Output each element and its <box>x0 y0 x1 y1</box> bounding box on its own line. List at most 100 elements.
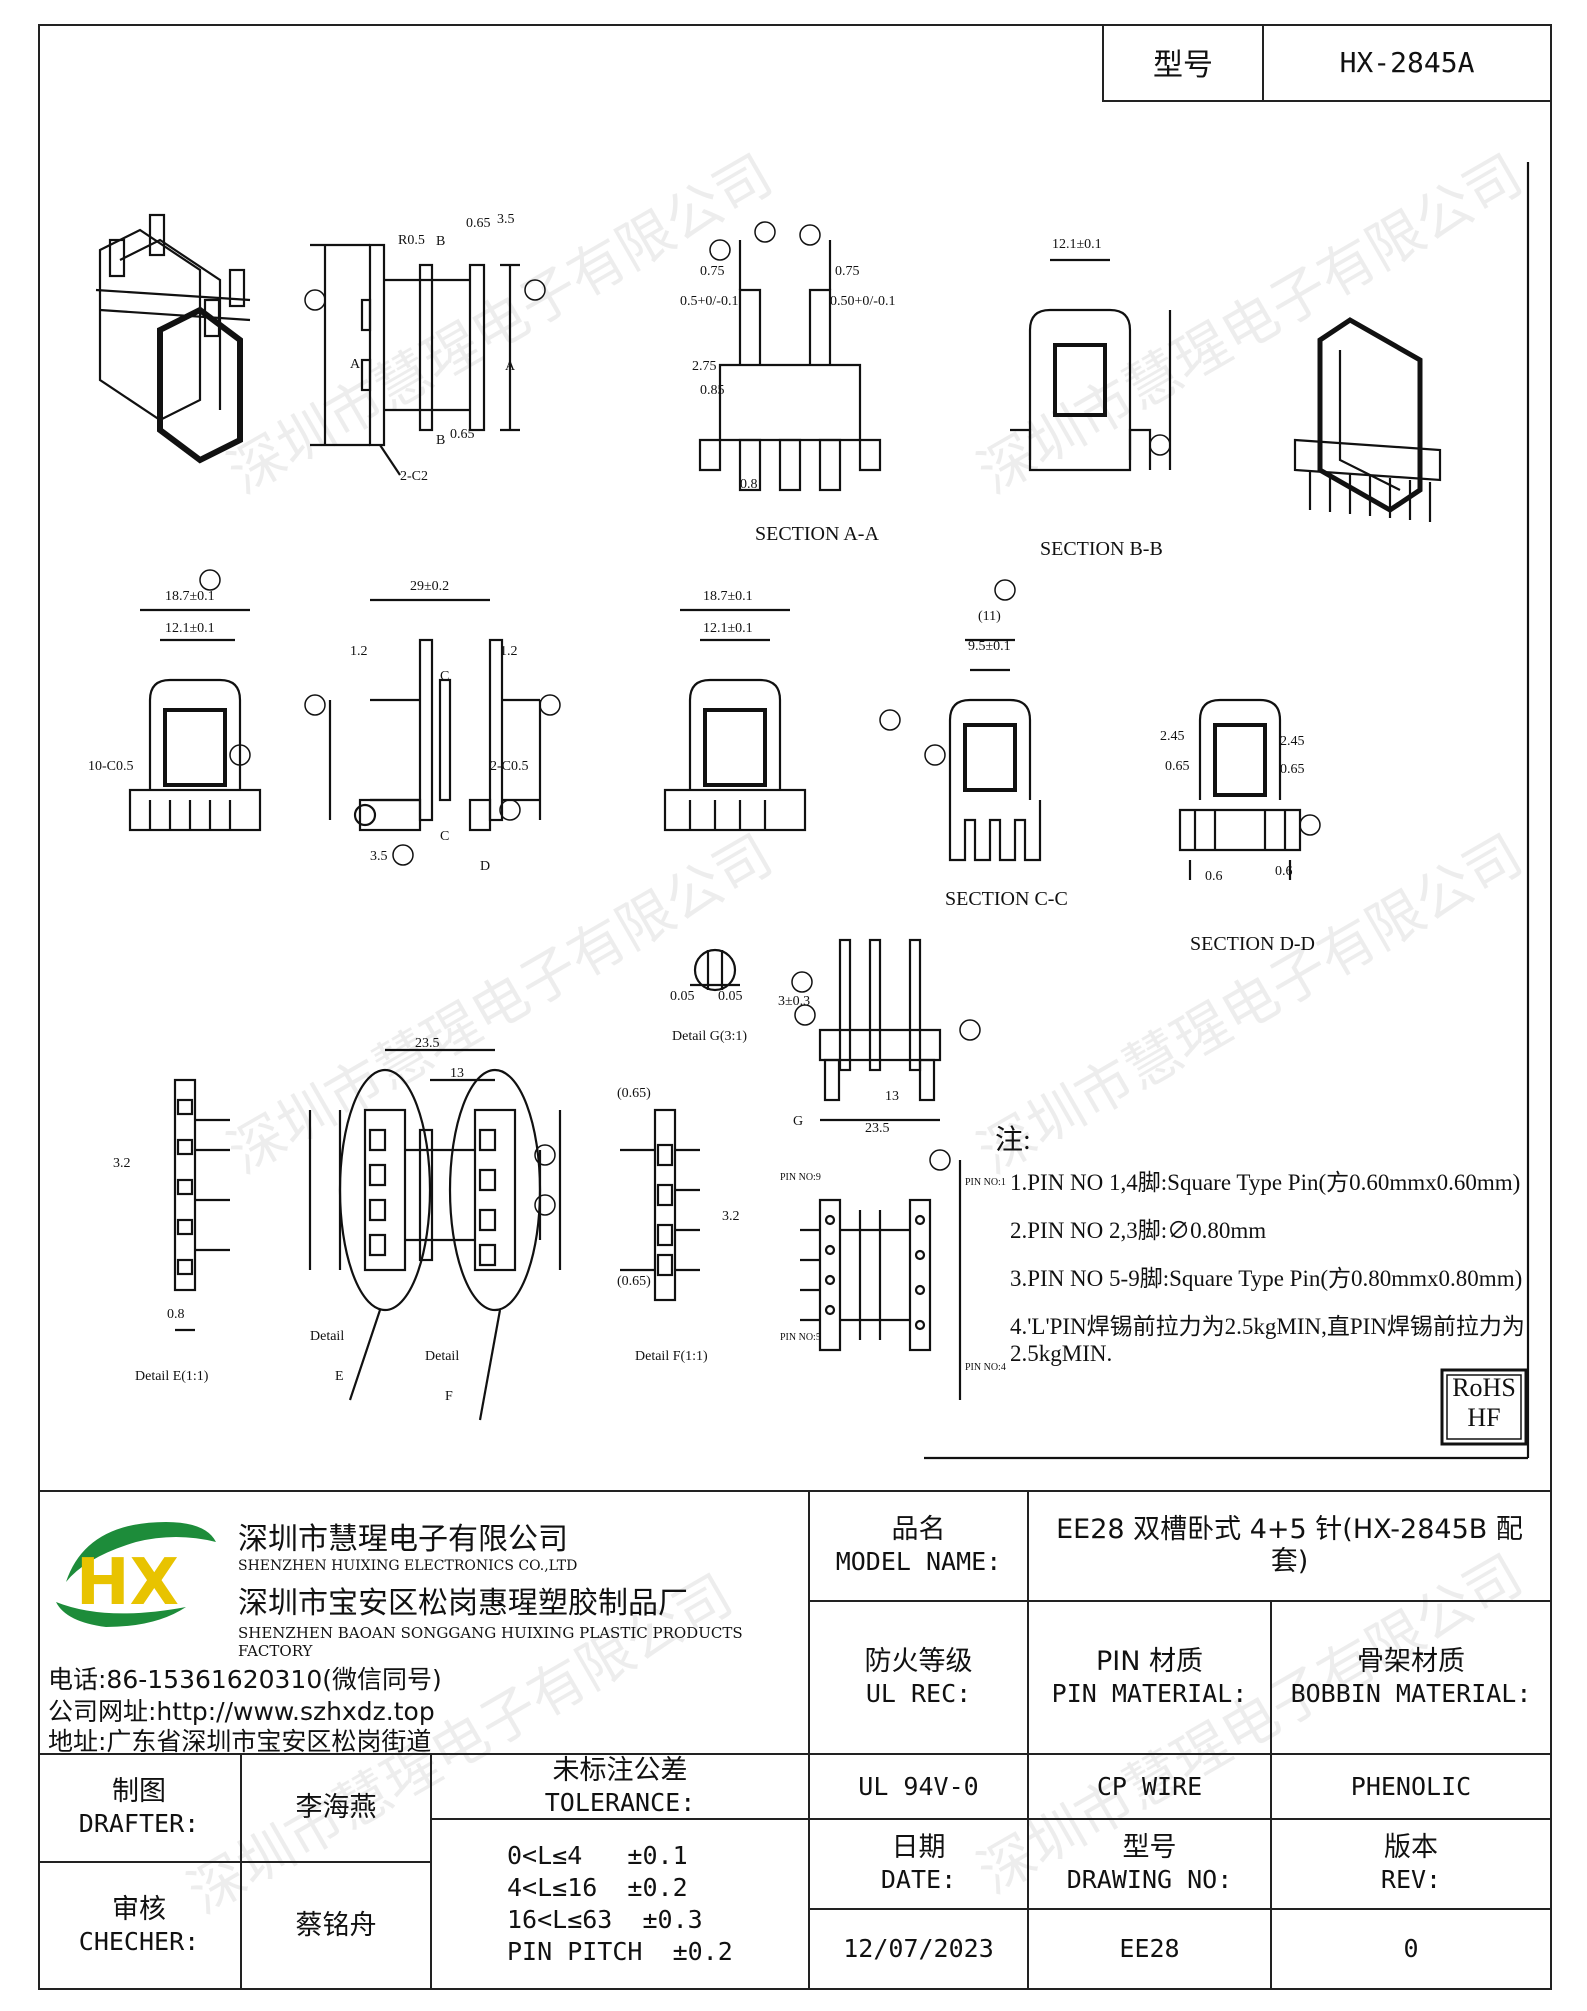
ul-rec-en: UL REC: <box>865 1678 972 1708</box>
pin-value-cell: CP WIRE <box>1029 1755 1272 1820</box>
rohs-mark: RoHS HF <box>1447 1373 1521 1433</box>
dim-label: 0.8 <box>167 1307 185 1322</box>
note-item-3: 3.PIN NO 5-9脚:Square Type Pin(方0.80mmx0.… <box>1010 1266 1523 1291</box>
bottom-main-view <box>308 1048 562 1421</box>
drawing-no-value: EE28 <box>1119 1934 1180 1963</box>
dim-label: A <box>350 357 361 372</box>
detail-word-label: Detail <box>425 1349 459 1364</box>
dim-label: (0.65) <box>617 1086 651 1101</box>
dim-label: 0.5+0/-0.1 <box>680 294 738 309</box>
dim-label: 13 <box>885 1089 899 1104</box>
dim-label: B <box>436 433 445 448</box>
ul-value-cell: UL 94V-0 <box>810 1755 1029 1820</box>
isometric-view-left <box>95 213 251 464</box>
section-label-a-a: SECTION A-A <box>755 523 879 545</box>
drafter-cn: 制图 <box>112 1776 166 1807</box>
dim-label: 0.50+0/-0.1 <box>830 294 895 309</box>
dim-label: 0.85 <box>700 383 725 398</box>
logo-letters: HX <box>76 1546 179 1620</box>
dim-label: 0.75 <box>835 264 860 279</box>
drafter-en: DRAFTER: <box>78 1809 200 1838</box>
dim-label: 3.2 <box>722 1209 740 1224</box>
dim-label: C <box>440 669 449 684</box>
ul-rec-cn: 防火等级 <box>864 1645 973 1677</box>
drawing-no-en: DRAWING NO: <box>1066 1865 1233 1894</box>
bobbin-value-cell: PHENOLIC <box>1272 1755 1550 1820</box>
dim-label: 0.65 <box>1280 762 1305 777</box>
company-logo: HX <box>56 1522 216 1627</box>
dim-label: 2.45 <box>1160 729 1185 744</box>
dim-label: 2.45 <box>1280 734 1305 749</box>
side-view <box>310 243 520 476</box>
front-view <box>128 608 262 832</box>
dim-label: B <box>436 234 445 249</box>
model-name-value: EE28 双槽卧式 4+5 针(HX-2845B 配套) <box>1056 1514 1523 1577</box>
drawing-no-label: 型号 DRAWING NO: <box>1029 1820 1272 1910</box>
pin-label-9: PIN NO:9 <box>780 1172 821 1183</box>
dim-label: R0.5 <box>398 233 425 248</box>
drawing-no-cn: 型号 <box>1122 1832 1177 1863</box>
checker-cn: 审核 <box>112 1893 166 1925</box>
note-item-1: 1.PIN NO 1,4脚:Square Type Pin(方0.60mmx0.… <box>1010 1170 1521 1195</box>
dim-label: 23.5 <box>865 1121 890 1136</box>
tolerance-cn: 未标注公差 <box>552 1754 688 1786</box>
date-cn: 日期 <box>891 1832 946 1863</box>
section-b-b <box>1010 258 1172 472</box>
tolerance-label: 未标注公差 TOLERANCE: <box>432 1755 810 1820</box>
rev-en: REV: <box>1380 1865 1442 1894</box>
company-address: 地址:广东省深圳市宝安区松岗街道 <box>48 1727 432 1756</box>
dim-label: 0.05 <box>670 989 695 1004</box>
dim-label: 29±0.2 <box>410 579 449 594</box>
dim-label: 0.65 <box>466 216 491 231</box>
company-website: 公司网址:http://www.szhxdz.top <box>48 1697 435 1726</box>
dim-label: 3.2 <box>113 1156 131 1171</box>
tolerance-row: 4<L≤16 ±0.2 <box>507 1873 688 1902</box>
dim-label: 1.2 <box>500 644 518 659</box>
dim-label: (0.65) <box>617 1274 651 1289</box>
detail-f-label: Detail F(1:1) <box>635 1349 708 1364</box>
drafter-label: 制图 DRAFTER: <box>38 1755 242 1863</box>
company-phone: 电话:86-15361620310(微信同号) <box>48 1665 442 1694</box>
dim-label: 1.2 <box>350 644 368 659</box>
ul-rec-label: 防火等级 UL REC: <box>810 1602 1029 1755</box>
leader-label-f: F <box>445 1389 453 1404</box>
drawing-sheet <box>38 24 1552 1990</box>
dim-label: 13 <box>450 1066 464 1081</box>
section-label-d-d: SECTION D-D <box>1190 933 1315 955</box>
rev-cn: 版本 <box>1384 1832 1438 1863</box>
dim-label: 12.1±0.1 <box>1052 237 1102 252</box>
dim-label: D <box>480 859 490 874</box>
tolerance-en: TOLERANCE: <box>544 1787 696 1817</box>
bobbin-value: PHENOLIC <box>1350 1771 1472 1801</box>
dim-label: 18.7±0.1 <box>703 589 753 604</box>
dim-label: 3.5 <box>497 212 515 227</box>
notes-title: 注: <box>995 1125 1031 1156</box>
dim-label: 0.05 <box>718 989 743 1004</box>
bobbin-material-cn: 骨架材质 <box>1357 1645 1465 1677</box>
top-view <box>328 598 542 832</box>
section-a-a <box>698 240 882 492</box>
model-name-cn: 品名 <box>891 1514 946 1545</box>
rev-value: 0 <box>1403 1934 1419 1963</box>
date-label: 日期 DATE: <box>810 1820 1029 1910</box>
detail-g-label: Detail G(3:1) <box>672 1029 747 1044</box>
company-name-en: SHENZHEN HUIXING ELECTRONICS CO.,LTD <box>238 1558 578 1574</box>
company-name-cn: 深圳市慧瑆电子有限公司 <box>238 1522 568 1557</box>
leader-label-g: G <box>793 1114 803 1129</box>
tolerance-table: 0<L≤4 ±0.1 4<L≤16 ±0.2 16<L≤63 ±0.3 PIN … <box>432 1820 810 1988</box>
checker-label: 审核 CHECHER: <box>38 1863 242 1988</box>
pin-material-en: PIN MATERIAL: <box>1051 1678 1248 1708</box>
dim-label: 23.5 <box>415 1036 440 1051</box>
pin-material-cn: PIN 材质 <box>1095 1645 1204 1677</box>
detail-g-view <box>690 948 740 992</box>
model-name-value-cell: EE28 双槽卧式 4+5 针(HX-2845B 配套) <box>1029 1492 1550 1602</box>
rohs-line-1: RoHS <box>1452 1373 1516 1402</box>
dim-label: 18.7±0.1 <box>165 589 215 604</box>
leader-label-e: E <box>335 1369 344 1384</box>
pin-label-1: PIN NO:1 <box>965 1177 1006 1188</box>
pin-value: CP WIRE <box>1096 1771 1203 1801</box>
pin-material-label: PIN 材质 PIN MATERIAL: <box>1029 1602 1272 1755</box>
tolerance-row: PIN PITCH ±0.2 <box>507 1937 733 1966</box>
drawing-no-value-cell: EE28 <box>1029 1910 1272 1988</box>
detail-f-view <box>620 1108 700 1302</box>
